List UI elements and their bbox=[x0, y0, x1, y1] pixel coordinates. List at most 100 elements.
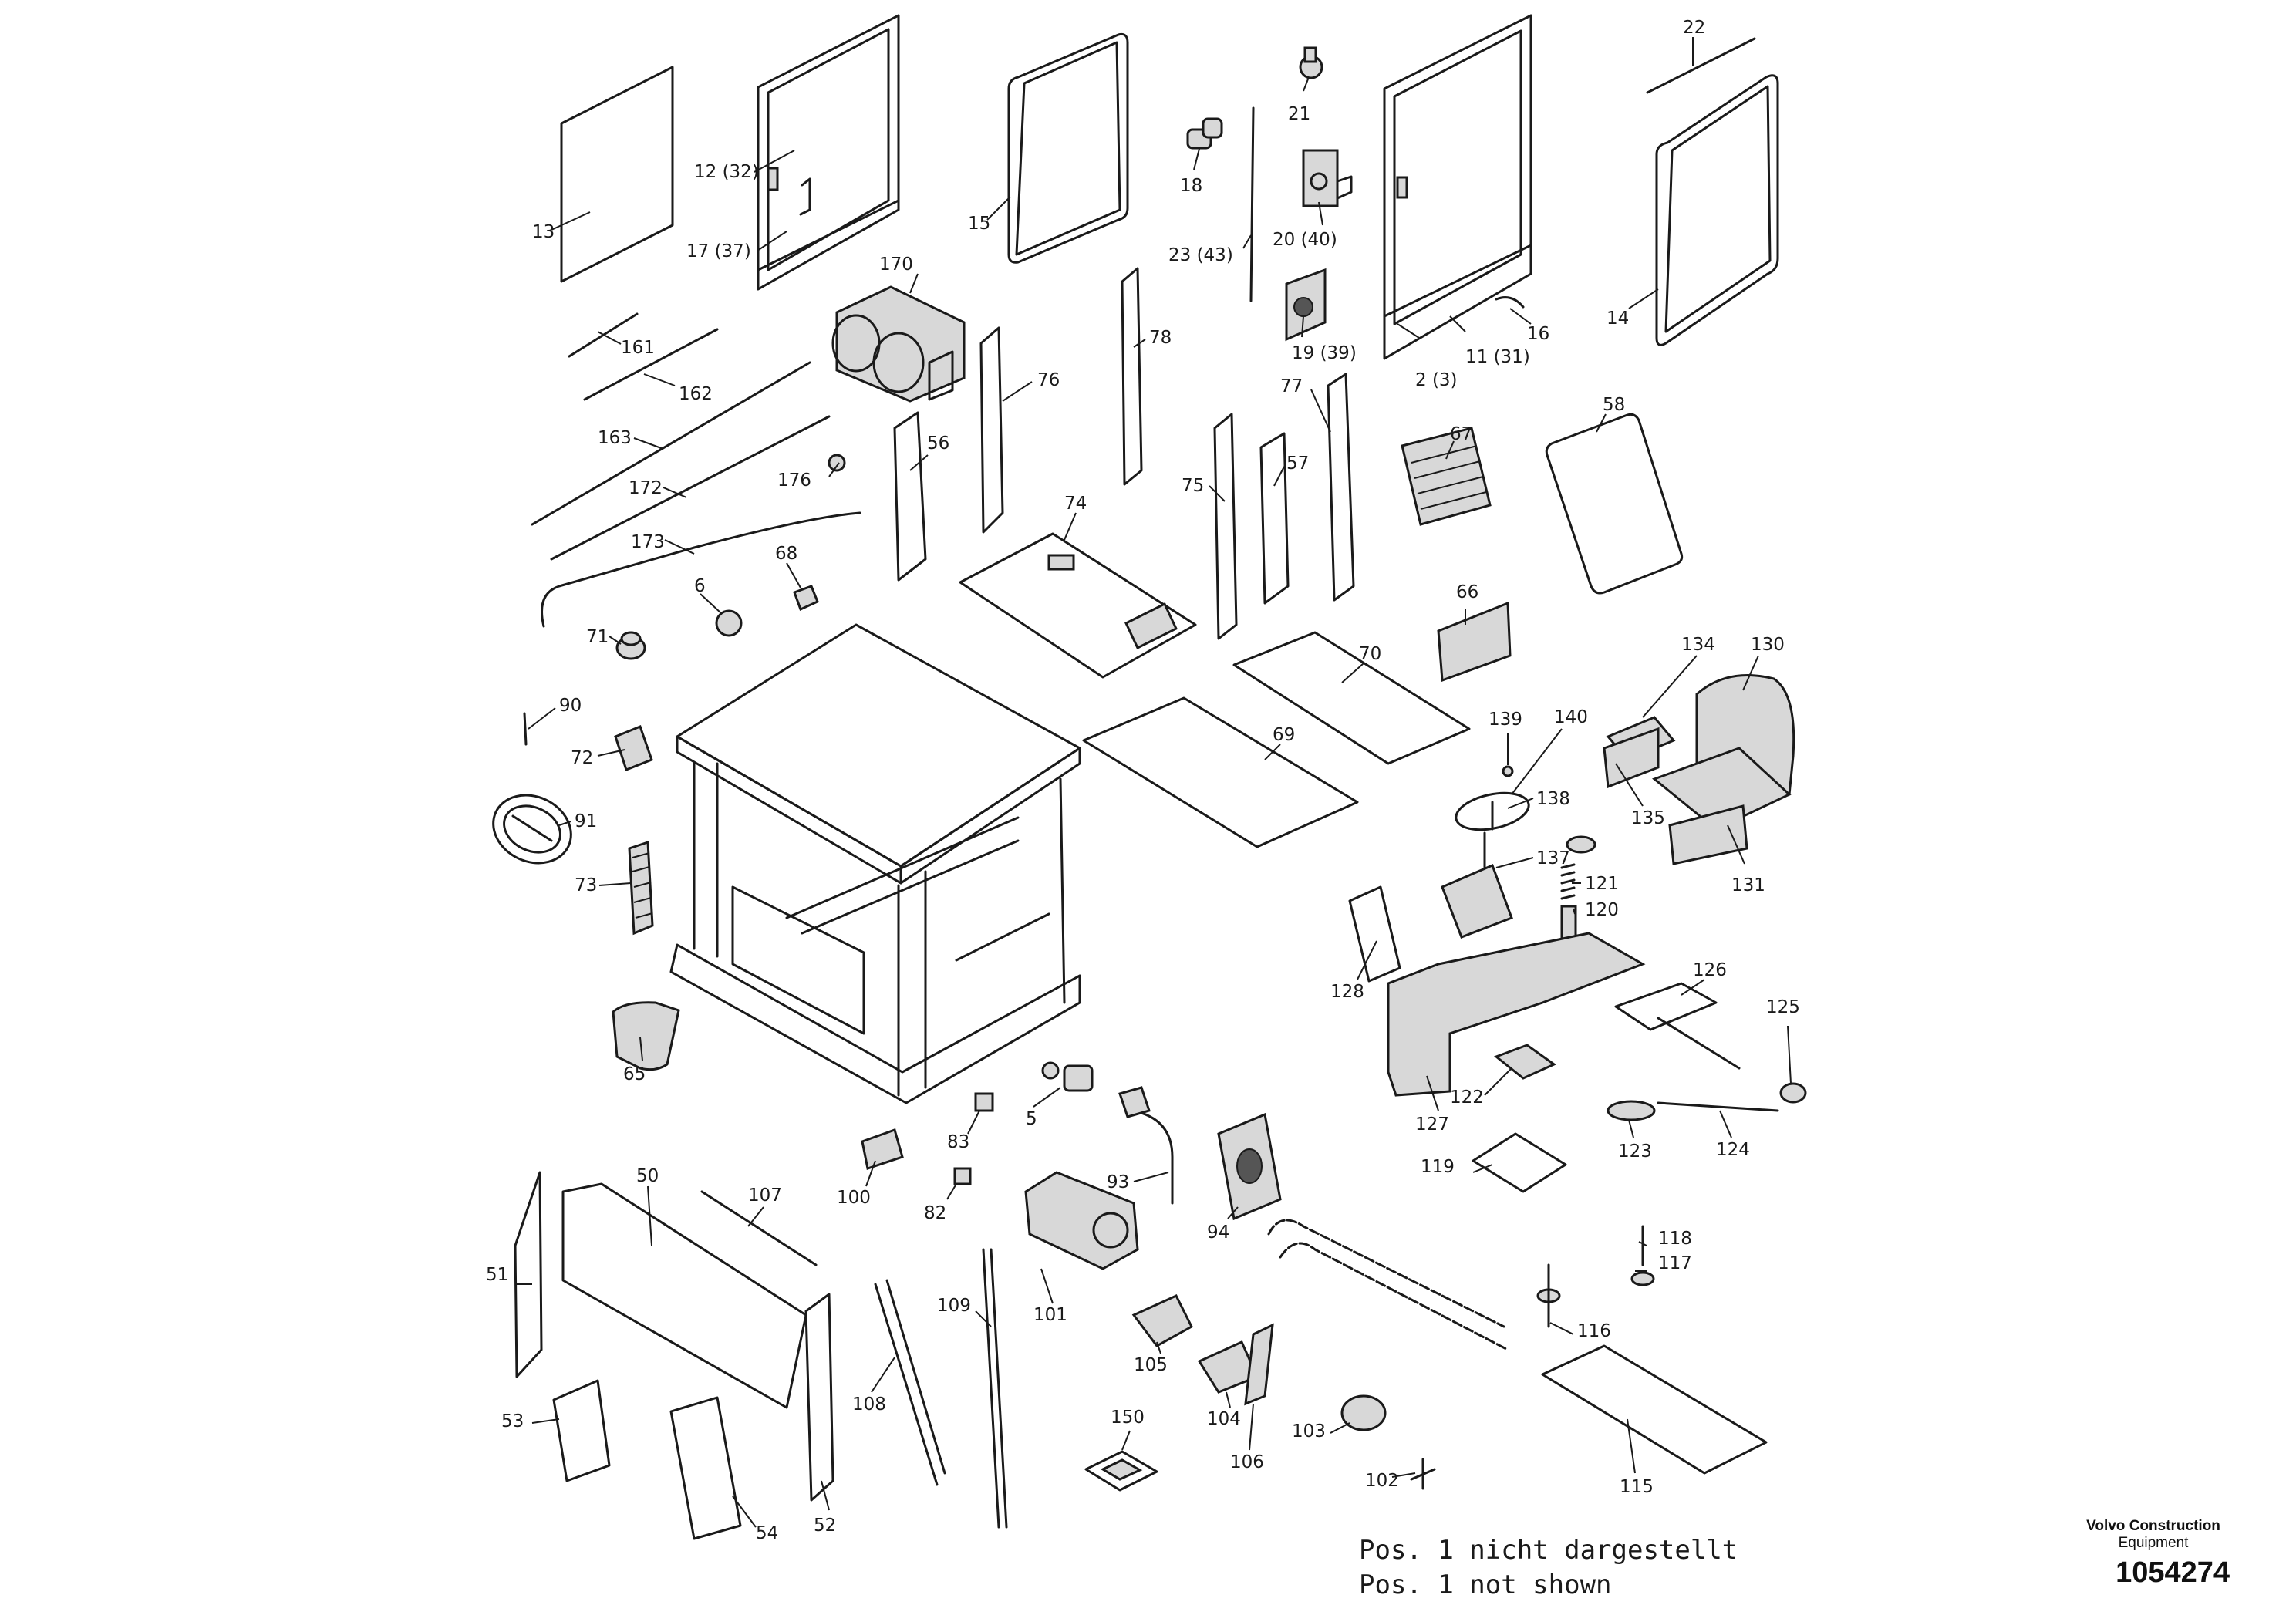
part-135-console bbox=[1603, 727, 1660, 789]
label-71: 71 bbox=[586, 627, 609, 647]
part-56-side-trim bbox=[893, 411, 927, 582]
part-6-plug bbox=[715, 609, 743, 637]
label-2-3: 2 (3) bbox=[1415, 370, 1458, 390]
label-22: 22 bbox=[1683, 18, 1705, 38]
part-130-seat bbox=[1651, 674, 1795, 865]
part-176-nut bbox=[828, 454, 846, 472]
label-5: 5 bbox=[1026, 1109, 1037, 1129]
label-172: 172 bbox=[629, 478, 663, 498]
label-56: 56 bbox=[927, 433, 949, 454]
part-52-glass bbox=[804, 1293, 834, 1502]
part-115-plate bbox=[1541, 1344, 1768, 1475]
label-11-31: 11 (31) bbox=[1465, 347, 1530, 367]
part-22-rod bbox=[1646, 37, 1756, 94]
part-128-cover bbox=[1348, 885, 1401, 983]
label-135: 135 bbox=[1631, 808, 1665, 828]
part-163-rod bbox=[531, 361, 811, 526]
label-50: 50 bbox=[636, 1166, 659, 1186]
label-78: 78 bbox=[1149, 328, 1172, 348]
label-150: 150 bbox=[1111, 1408, 1145, 1428]
label-121: 121 bbox=[1585, 874, 1619, 894]
part-94-speaker bbox=[1217, 1112, 1282, 1221]
label-93: 93 bbox=[1107, 1172, 1129, 1192]
label-12-32: 12 (32) bbox=[694, 162, 759, 182]
label-126: 126 bbox=[1693, 960, 1727, 980]
part-116-mount bbox=[1536, 1263, 1561, 1328]
part-68-clip bbox=[793, 585, 819, 612]
label-83: 83 bbox=[947, 1132, 969, 1152]
part-14-door-seal bbox=[1655, 74, 1779, 346]
label-53: 53 bbox=[501, 1411, 524, 1431]
part-12-door-left bbox=[757, 14, 900, 291]
label-176: 176 bbox=[777, 470, 811, 491]
part-labels: 13 12 (32) 17 (37) 15 18 21 20 (40) 23 (… bbox=[486, 18, 1800, 1543]
part-138-washer bbox=[1566, 835, 1596, 854]
label-103: 103 bbox=[1292, 1421, 1326, 1442]
part-173-cable bbox=[541, 511, 861, 628]
label-51: 51 bbox=[486, 1265, 508, 1285]
brand-line-1: Volvo Construction bbox=[2086, 1518, 2220, 1534]
label-108: 108 bbox=[852, 1394, 886, 1415]
part-72-switch bbox=[614, 725, 653, 771]
label-139: 139 bbox=[1489, 710, 1522, 730]
label-54: 54 bbox=[756, 1523, 778, 1543]
part-71-grommet bbox=[615, 631, 646, 660]
label-137: 137 bbox=[1536, 848, 1570, 868]
part-65-mirror bbox=[612, 1001, 680, 1071]
label-130: 130 bbox=[1751, 635, 1785, 655]
part-70-mat bbox=[1232, 631, 1471, 765]
part-124-rod bbox=[1657, 1101, 1779, 1112]
part-121-spring bbox=[1560, 863, 1576, 900]
label-20-40: 20 (40) bbox=[1273, 230, 1337, 250]
label-127: 127 bbox=[1415, 1114, 1449, 1135]
label-106: 106 bbox=[1230, 1452, 1264, 1472]
label-16: 16 bbox=[1527, 324, 1549, 344]
leader-lines bbox=[515, 37, 1792, 1528]
part-127-pedestal bbox=[1387, 932, 1646, 1097]
part-102-pin bbox=[1410, 1458, 1436, 1490]
label-117: 117 bbox=[1658, 1253, 1692, 1273]
label-125: 125 bbox=[1766, 997, 1800, 1017]
part-21-knob bbox=[1299, 46, 1323, 79]
label-17-37: 17 (37) bbox=[686, 241, 751, 261]
label-140: 140 bbox=[1554, 707, 1588, 727]
part-78-pillar-trim bbox=[1121, 267, 1143, 486]
label-116: 116 bbox=[1577, 1321, 1611, 1341]
label-163: 163 bbox=[598, 428, 632, 448]
label-57: 57 bbox=[1286, 454, 1309, 474]
label-13: 13 bbox=[532, 222, 555, 242]
part-15-door-seal bbox=[1007, 33, 1129, 264]
label-70: 70 bbox=[1359, 644, 1381, 664]
part-150-cover bbox=[1084, 1450, 1158, 1492]
cable-chain bbox=[1267, 1219, 1509, 1351]
part-53-glass bbox=[552, 1379, 611, 1482]
label-23-43: 23 (43) bbox=[1168, 245, 1233, 265]
label-58: 58 bbox=[1603, 395, 1625, 415]
part-83-switch bbox=[974, 1092, 994, 1112]
part-20-lock bbox=[1302, 149, 1353, 207]
note-not-shown-german: Pos. 1 nicht dargestellt bbox=[1359, 1535, 1738, 1566]
brand-line-2: Equipment bbox=[2118, 1535, 2189, 1551]
label-6: 6 bbox=[694, 576, 706, 596]
part-106-bracket bbox=[1244, 1323, 1274, 1406]
label-105: 105 bbox=[1134, 1355, 1168, 1375]
part-73-vent bbox=[628, 840, 654, 936]
label-74: 74 bbox=[1064, 494, 1087, 514]
part-170-blower-unit bbox=[831, 285, 966, 403]
label-19-39: 19 (39) bbox=[1292, 343, 1357, 363]
part-122-plate bbox=[1494, 1044, 1556, 1080]
label-101: 101 bbox=[1033, 1305, 1067, 1325]
part-109-wiper-blade bbox=[982, 1248, 1008, 1529]
part-107-strip bbox=[700, 1190, 818, 1266]
part-103-bumper bbox=[1340, 1394, 1387, 1431]
part-50-windscreen bbox=[561, 1182, 807, 1409]
label-120: 120 bbox=[1585, 900, 1619, 920]
part-74-floor-plate bbox=[959, 532, 1197, 679]
part-51-glass bbox=[514, 1171, 543, 1378]
label-104: 104 bbox=[1207, 1409, 1241, 1429]
part-69-mat bbox=[1082, 696, 1359, 848]
label-90: 90 bbox=[559, 696, 582, 716]
label-122: 122 bbox=[1450, 1088, 1484, 1108]
label-14: 14 bbox=[1607, 309, 1629, 329]
label-102: 102 bbox=[1365, 1471, 1399, 1491]
